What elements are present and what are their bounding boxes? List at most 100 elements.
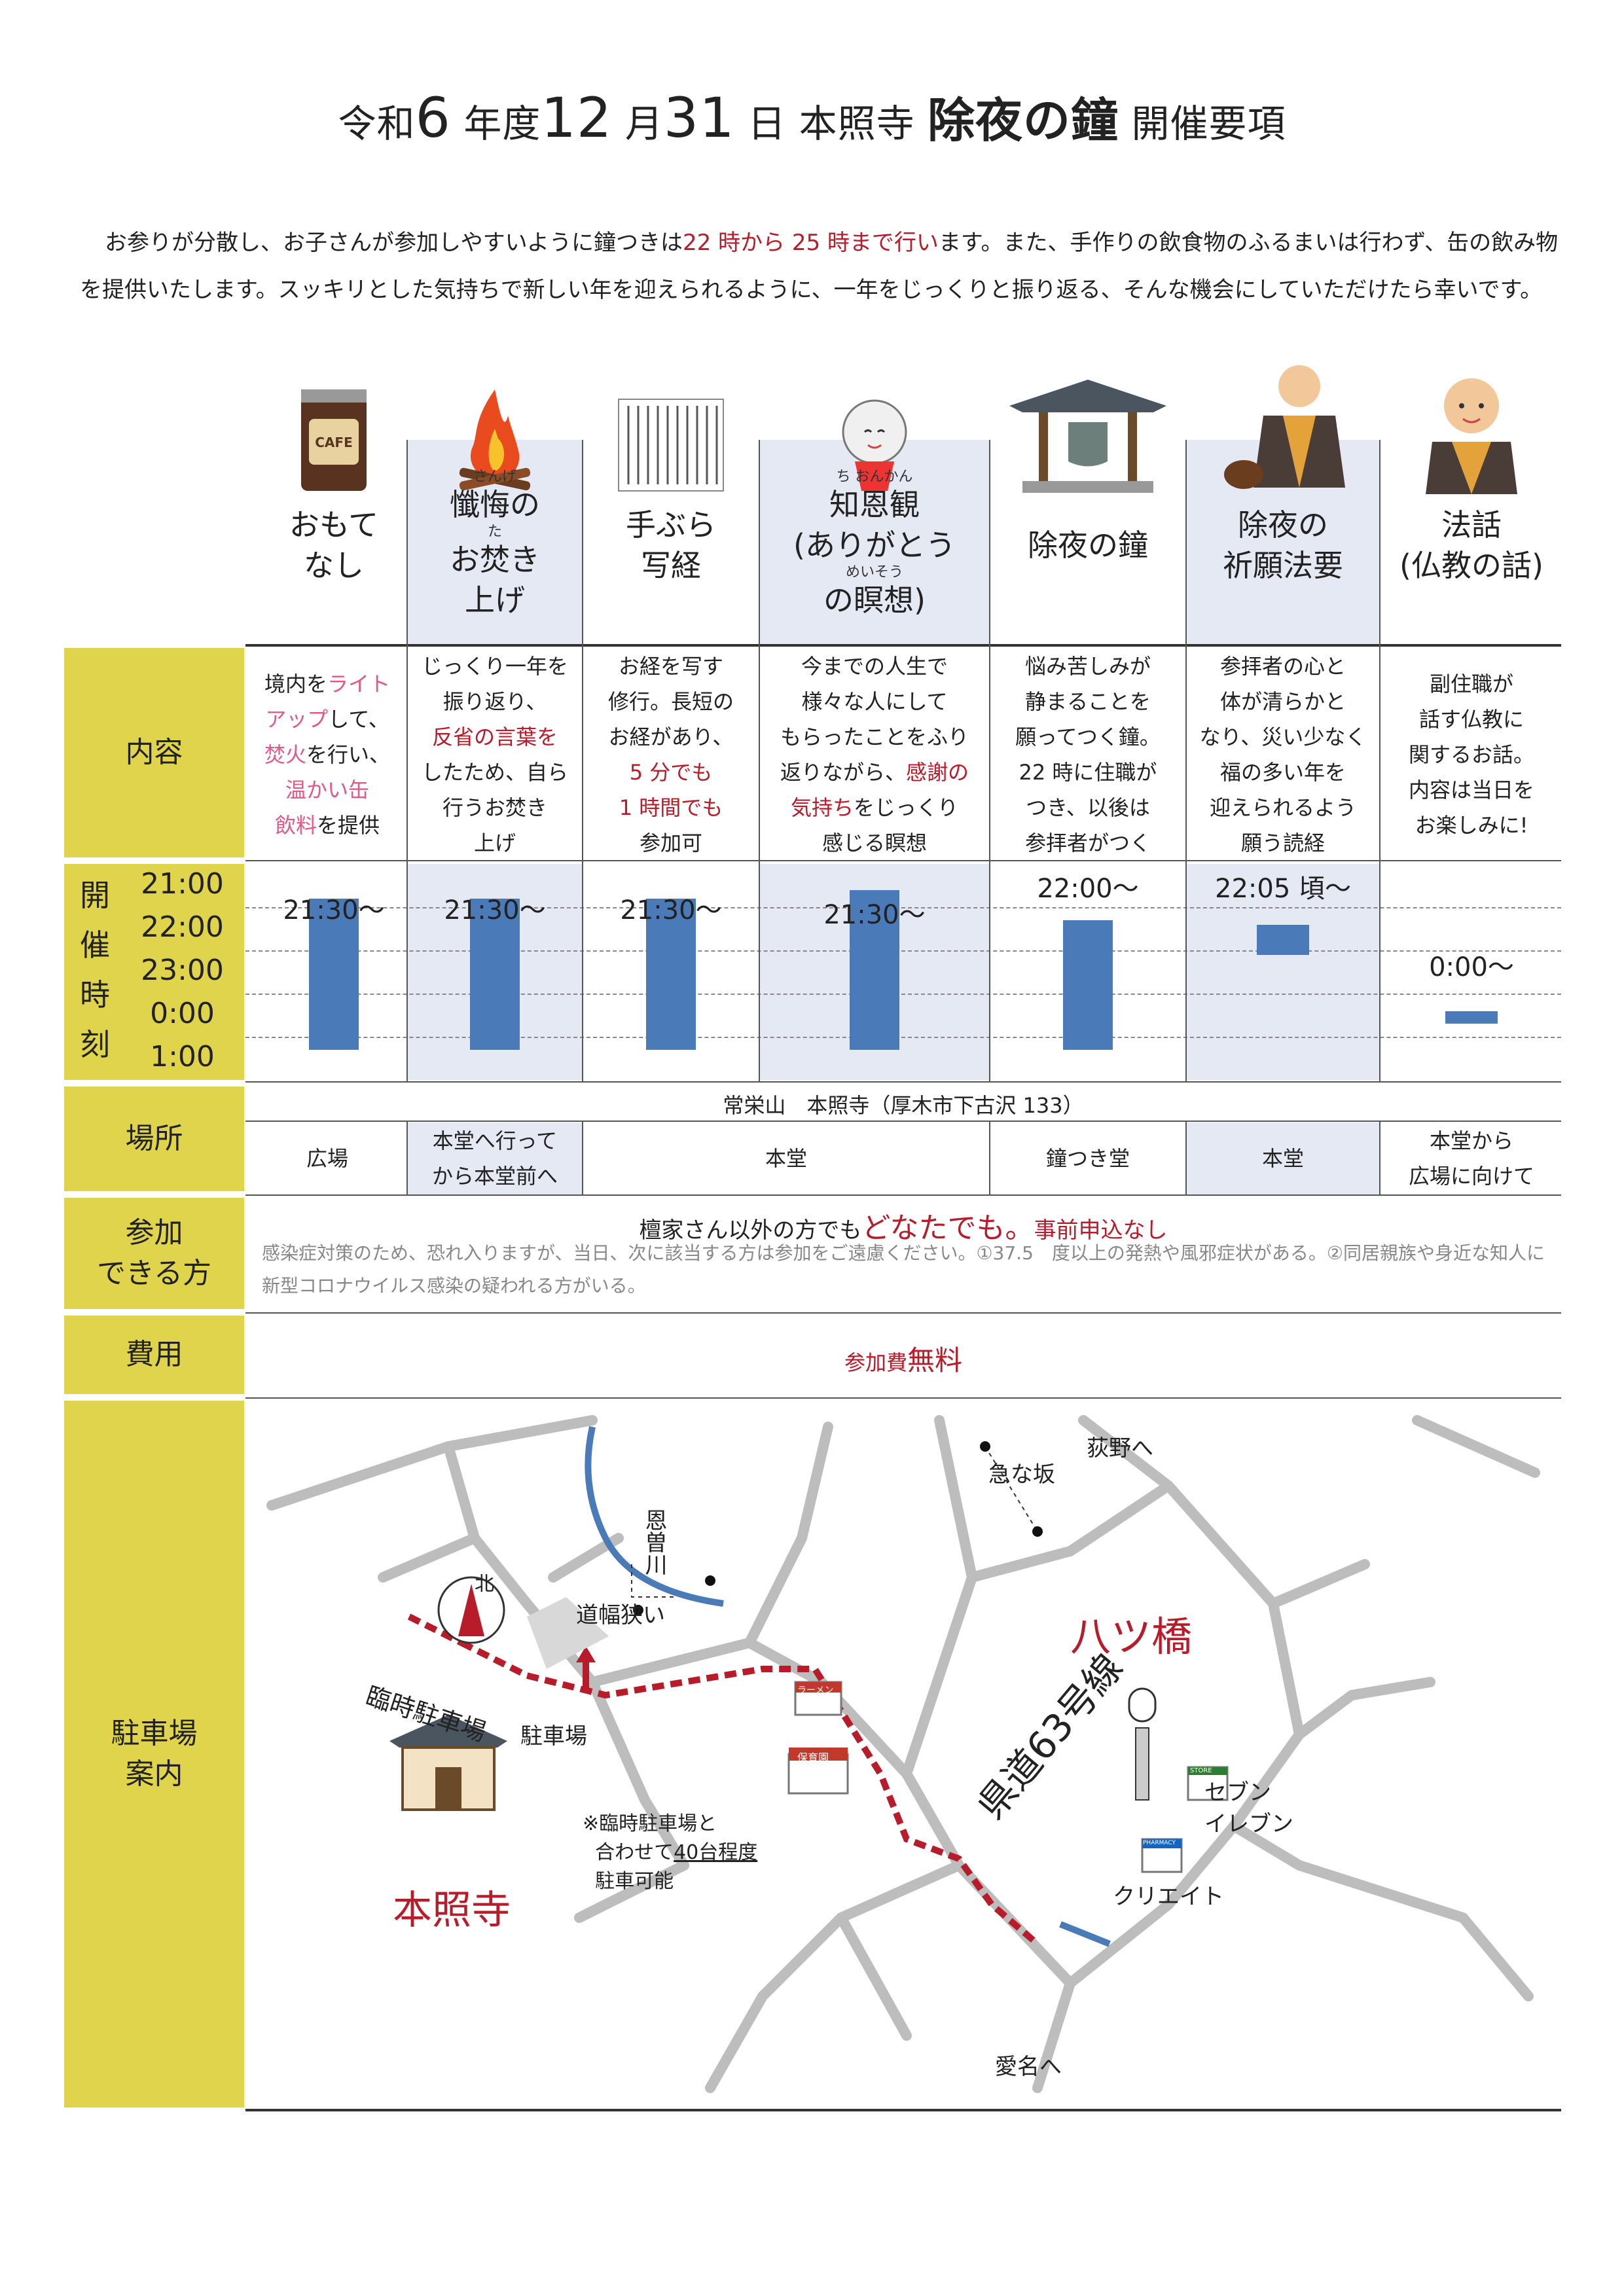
bonfire-icon <box>407 357 583 494</box>
monk-praying-icon <box>1186 357 1380 494</box>
schedule-bar-1 <box>470 899 520 1050</box>
jizo-icon <box>759 357 990 494</box>
map-temple: 本照寺 <box>393 1888 511 1933</box>
schedule-bar-0 <box>309 899 359 1050</box>
label-fee: 費用 <box>64 1316 244 1394</box>
map-to-aina: 愛名へ <box>995 2054 1062 2080</box>
rule-who-bottom <box>245 1312 1561 1314</box>
col-divider-2 <box>582 440 583 1081</box>
grid-0 <box>245 994 1561 995</box>
header-shakyo: 手ぶら写経 <box>626 507 716 583</box>
label-who: 参加できる方 <box>64 1198 244 1309</box>
header-sange: さんげ懺悔のたお焚き上げ <box>450 468 540 618</box>
who-main: 檀家さん以外の方でもどなたでも。事前申込なし <box>639 1211 1168 1245</box>
hour-23: 23:00 <box>141 954 224 987</box>
schedule-bar-2 <box>646 899 696 1050</box>
place-divider-1 <box>406 1121 408 1194</box>
place-5: 本堂 <box>1261 1146 1304 1171</box>
rule-top <box>245 644 1561 647</box>
map-parking: 駐車場 <box>520 1723 587 1749</box>
map-steep-slope: 急な坂 <box>988 1462 1055 1488</box>
map-parking-note: ※臨時駐車場と 合わせて40台程度 駐車可能 <box>583 1812 758 1893</box>
rule-place-bottom <box>245 1194 1561 1196</box>
col-divider-5 <box>1185 440 1187 1081</box>
time-label-6: 0:00〜 <box>1429 952 1514 982</box>
map-narrow-road: 道幅狭い <box>576 1602 665 1628</box>
place-4: 鐘つき堂 <box>1045 1146 1130 1171</box>
map-seven-eleven: セブンイレブン <box>1204 1780 1293 1837</box>
header-howa: 法話(仏教の話) <box>1399 507 1543 583</box>
hour-21: 21:00 <box>141 867 224 901</box>
place-address: 常栄山 本照寺（厚木市下古沢 133） <box>723 1093 1084 1118</box>
map-to-ogino: 荻野へ <box>1087 1435 1153 1462</box>
header-omotenashi: おもてなし <box>289 507 379 583</box>
place-0: 広場 <box>306 1146 348 1171</box>
header-joya-no-kane: 除夜の鐘 <box>1028 527 1148 563</box>
schedule-bar-5 <box>1257 924 1309 955</box>
time-label-5: 22:05 頃〜 <box>1215 874 1351 904</box>
content-omotenashi: 境内をライト アップして、 焚火を行い、 温かい缶 飲料を提供 <box>264 671 391 838</box>
rule-time-bottom <box>245 1081 1561 1083</box>
coffee-can-icon: CAFE <box>262 357 406 494</box>
time-label-1: 21:30〜 <box>444 895 546 925</box>
rule-fee-bottom <box>245 1397 1561 1399</box>
col-divider-1 <box>406 440 408 1081</box>
place-2: 本堂 <box>765 1146 807 1171</box>
place-divider-2 <box>582 1121 583 1194</box>
map-pharmacy-sign: PHARMACY <box>1143 1840 1176 1846</box>
header-chionkan: ち おんかん知恩観(ありがとうめいそうの瞑想) <box>793 468 956 618</box>
time-label-2: 21:30〜 <box>620 895 722 925</box>
time-label-4: 22:00〜 <box>1037 874 1139 904</box>
content-chionkan: 今までの人生で様々な人にしてもらったことをふり 返りながら、感謝の 気持ちをじっ… <box>780 653 969 855</box>
col-divider-4 <box>989 440 990 1081</box>
fee-text: 参加費無料 <box>844 1344 963 1376</box>
intro-paragraph: お参りが分散し、お子さんが参加しやすいように鐘つきは22 時から 25 時まで行… <box>80 230 1559 303</box>
label-place: 場所 <box>64 1086 244 1191</box>
hour-0: 0:00 <box>150 997 215 1030</box>
rule-bottom <box>245 2109 1561 2111</box>
map-ramen-shop: ラーメン <box>797 1685 834 1696</box>
content-joya: 悩み苦しみが静まることを願ってつく鐘。 22 時に住職がつき、以後は参拝者がつく <box>1015 653 1161 855</box>
label-time <box>64 864 244 1080</box>
label-parking: 駐車場案内 <box>64 1401 244 2108</box>
grid-23 <box>245 950 1561 952</box>
hour-1: 1:00 <box>150 1040 215 1073</box>
schedule-bar-6 <box>1445 1011 1498 1024</box>
rule-content-bottom <box>245 860 1561 861</box>
time-label-3: 21:30〜 <box>823 900 926 930</box>
schedule-bar-3 <box>850 889 899 1050</box>
map-yatsuhashi: 八ツ橋 <box>1070 1613 1193 1660</box>
page-title: 令和6 年度12 月31 日 本照寺 除夜の鐘 開催要項 <box>338 86 1286 150</box>
parking-map <box>266 1415 1540 2093</box>
place-1: 本堂へ行ってから本堂前へ <box>431 1128 558 1189</box>
map-create: クリエイト <box>1113 1884 1224 1910</box>
content-kigan: 参拝者の心と体が清らかとなり、災い少なく 福の多い年を迎えられるよう願う読経 <box>1199 653 1367 855</box>
place-6: 本堂から広場に向けて <box>1408 1128 1534 1189</box>
map-store-sign: STORE <box>1190 1767 1212 1774</box>
grid-1 <box>245 1037 1561 1038</box>
monk-icon <box>1380 357 1563 494</box>
place-divider-4 <box>1185 1121 1187 1194</box>
content-howa: 副住職が話す仏教に関するお話。 内容は当日をお楽しみに! <box>1408 671 1534 838</box>
col-divider-6 <box>1379 440 1380 1081</box>
bell-tower-icon <box>990 357 1186 494</box>
map-north: 北 <box>475 1573 494 1596</box>
content-sange: じっくり一年を振り返り、 反省の言葉をしたため、自ら 行うお焚き上げ <box>421 653 568 855</box>
header-kigan-hoyo: 除夜の祈願法要 <box>1223 507 1343 583</box>
place-divider-5 <box>1379 1121 1380 1194</box>
rule-place-mid <box>245 1121 1561 1122</box>
col-divider-3 <box>759 440 760 1081</box>
col-shade-5-place <box>1186 1122 1380 1194</box>
map-nursery: 保育園 <box>797 1751 829 1764</box>
svg-text:CAFE: CAFE <box>315 435 352 450</box>
schedule-bar-4 <box>1063 920 1113 1050</box>
label-content: 内容 <box>64 648 244 857</box>
label-time-chars: 開催時刻 <box>80 878 110 1062</box>
who-note: 感染症対策のため、恐れ入りますが、当日、次に該当する方は参加をご遠慮ください。①… <box>262 1242 1545 1297</box>
sutra-icon <box>583 357 759 494</box>
place-divider-3 <box>989 1121 990 1194</box>
grid-22 <box>245 907 1561 908</box>
time-label-0: 21:30〜 <box>283 895 385 925</box>
hour-22: 22:00 <box>141 910 224 944</box>
